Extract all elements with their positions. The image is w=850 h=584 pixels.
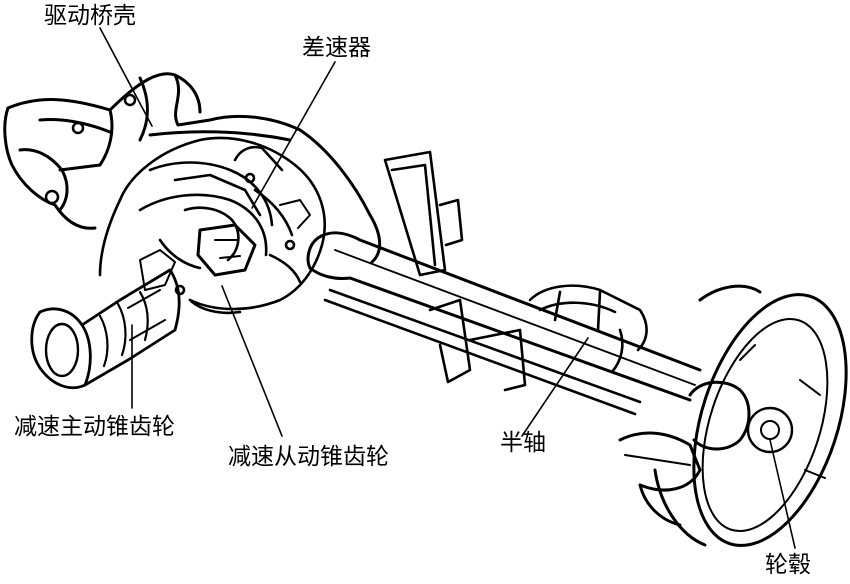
leader-lines <box>100 28 795 548</box>
label-drive-pinion: 减速主动锥齿轮 <box>14 414 175 440</box>
leader-axle-housing <box>100 28 152 126</box>
final-drive-housing-drawing <box>100 138 325 313</box>
wheel-hub-drawing <box>620 275 850 564</box>
half-shaft-drawing <box>325 290 640 414</box>
label-half-shaft: 半轴 <box>500 430 546 456</box>
label-differential: 差速器 <box>302 35 371 61</box>
mount-bracket-drawing <box>385 152 525 390</box>
label-axle-housing: 驱动桥壳 <box>44 3 136 29</box>
label-wheel-hub: 轮毂 <box>765 552 811 578</box>
label-driven-gear: 减速从动锥齿轮 <box>228 444 389 470</box>
